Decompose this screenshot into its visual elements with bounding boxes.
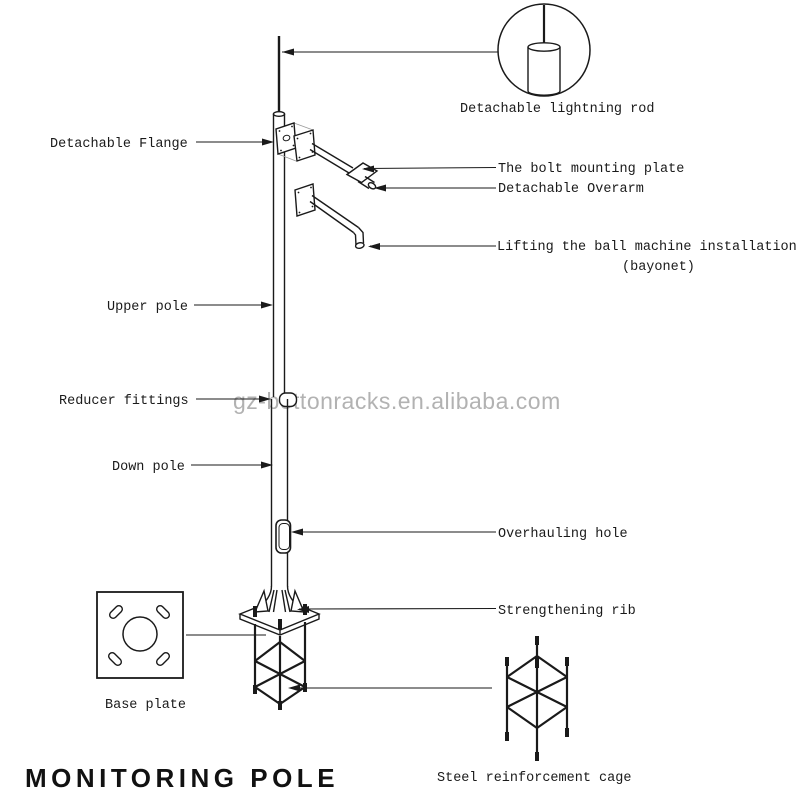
overhauling-hole bbox=[275, 519, 292, 554]
arrowhead bbox=[291, 528, 303, 536]
flange-detail bbox=[275, 122, 316, 162]
base-plate-outline bbox=[96, 591, 184, 679]
bayonet-tip-upper bbox=[357, 175, 377, 190]
arrowhead bbox=[282, 48, 294, 56]
upper-pole bbox=[272, 114, 286, 397]
bolt-slot bbox=[155, 651, 171, 667]
steel-reinforcement-cage-detail bbox=[505, 636, 569, 761]
overarm-mount-plate bbox=[293, 129, 316, 162]
bolt-slot bbox=[107, 651, 123, 667]
base-plate-detail bbox=[96, 591, 266, 679]
label-bolt-mounting-plate: The bolt mounting plate bbox=[498, 162, 684, 177]
bayonet-tip-lower bbox=[352, 227, 365, 249]
leader-lines bbox=[191, 48, 498, 692]
flange-plate bbox=[275, 122, 297, 155]
label-detachable-flange: Detachable Flange bbox=[50, 137, 188, 152]
bolt-slot bbox=[108, 604, 124, 620]
label-down-pole: Down pole bbox=[112, 460, 185, 475]
arrowhead bbox=[261, 301, 273, 309]
arrowhead bbox=[262, 138, 274, 146]
label-lifting-ball-machine: Lifting the ball machine installation bbox=[497, 240, 797, 255]
lower-overarm-plate bbox=[294, 183, 316, 217]
arrowhead bbox=[288, 684, 300, 692]
cage-bracing bbox=[506, 655, 568, 729]
bolt-mounting-plate bbox=[345, 162, 379, 184]
upper-overarm bbox=[309, 142, 379, 190]
label-base-plate: Base plate bbox=[105, 698, 186, 713]
strengthening-ribs bbox=[253, 588, 306, 613]
arrowhead bbox=[362, 165, 374, 173]
arrowhead bbox=[297, 606, 309, 613]
diagram-title: MONITORING POLE bbox=[25, 763, 339, 793]
label-detachable-overarm: Detachable Overarm bbox=[498, 182, 644, 197]
arrowhead bbox=[374, 184, 386, 192]
pole-base bbox=[238, 585, 321, 636]
label-overhauling-hole: Overhauling hole bbox=[498, 527, 628, 542]
bolt-slot bbox=[155, 604, 171, 620]
detail-circle bbox=[497, 3, 591, 97]
down-pole bbox=[270, 399, 289, 587]
label-detachable-lightning-rod: Detachable lightning rod bbox=[460, 102, 654, 117]
arrowhead bbox=[261, 461, 273, 469]
lower-overarm bbox=[294, 183, 365, 249]
arrowhead bbox=[368, 243, 380, 250]
rod-socket-cylinder bbox=[527, 42, 561, 96]
label-steel-reinforcement-cage: Steel reinforcement cage bbox=[437, 771, 631, 786]
pole-assembly bbox=[270, 36, 298, 587]
base-plate-center-hole bbox=[122, 616, 158, 652]
label-strengthening-rib: Strengthening rib bbox=[498, 604, 636, 619]
anchor-bolt-cage bbox=[253, 604, 307, 710]
base-plate-thickness bbox=[239, 614, 320, 636]
lightning-rod-detail-view bbox=[497, 3, 591, 97]
flange-hole bbox=[282, 134, 291, 142]
label-upper-pole: Upper pole bbox=[107, 300, 188, 315]
cage-bracing bbox=[254, 641, 306, 705]
pole-top-cap bbox=[272, 110, 286, 117]
label-bayonet: (bayonet) bbox=[622, 260, 695, 275]
arrowhead bbox=[259, 395, 271, 403]
label-reducer-fittings: Reducer fittings bbox=[59, 394, 189, 409]
